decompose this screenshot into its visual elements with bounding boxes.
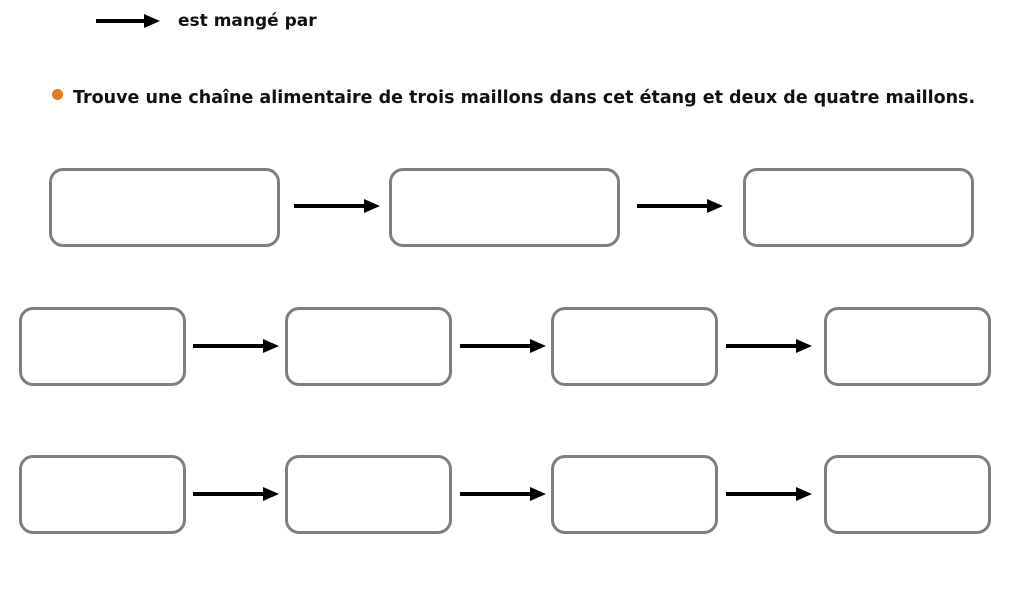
chain-1-box-3[interactable] xyxy=(743,168,974,247)
chain-3-box-2[interactable] xyxy=(285,455,452,534)
instruction-label: Trouve une chaîne alimentaire de trois m… xyxy=(73,88,976,108)
arrow-right-icon xyxy=(637,199,723,213)
arrow-right-icon xyxy=(460,487,546,501)
chain-1-box-1[interactable] xyxy=(49,168,280,247)
arrow-right-icon xyxy=(193,339,279,353)
chain-2-box-1[interactable] xyxy=(19,307,186,386)
chain-3-box-3[interactable] xyxy=(551,455,718,534)
arrow-right-icon xyxy=(294,199,380,213)
arrow-right-icon xyxy=(726,339,812,353)
arrow-right-icon xyxy=(460,339,546,353)
chain-2-box-3[interactable] xyxy=(551,307,718,386)
chain-3-box-4[interactable] xyxy=(824,455,991,534)
arrow-right-icon xyxy=(726,487,812,501)
chain-2-box-4[interactable] xyxy=(824,307,991,386)
chain-3-box-1[interactable] xyxy=(19,455,186,534)
arrow-right-icon xyxy=(193,487,279,501)
legend: est mangé par xyxy=(96,6,317,36)
chain-2-box-2[interactable] xyxy=(285,307,452,386)
arrow-right-icon xyxy=(96,14,160,28)
chain-1-box-2[interactable] xyxy=(389,168,620,247)
legend-label: est mangé par xyxy=(178,11,317,31)
instruction-text: Trouve une chaîne alimentaire de trois m… xyxy=(52,84,988,112)
bullet-icon xyxy=(52,89,63,100)
